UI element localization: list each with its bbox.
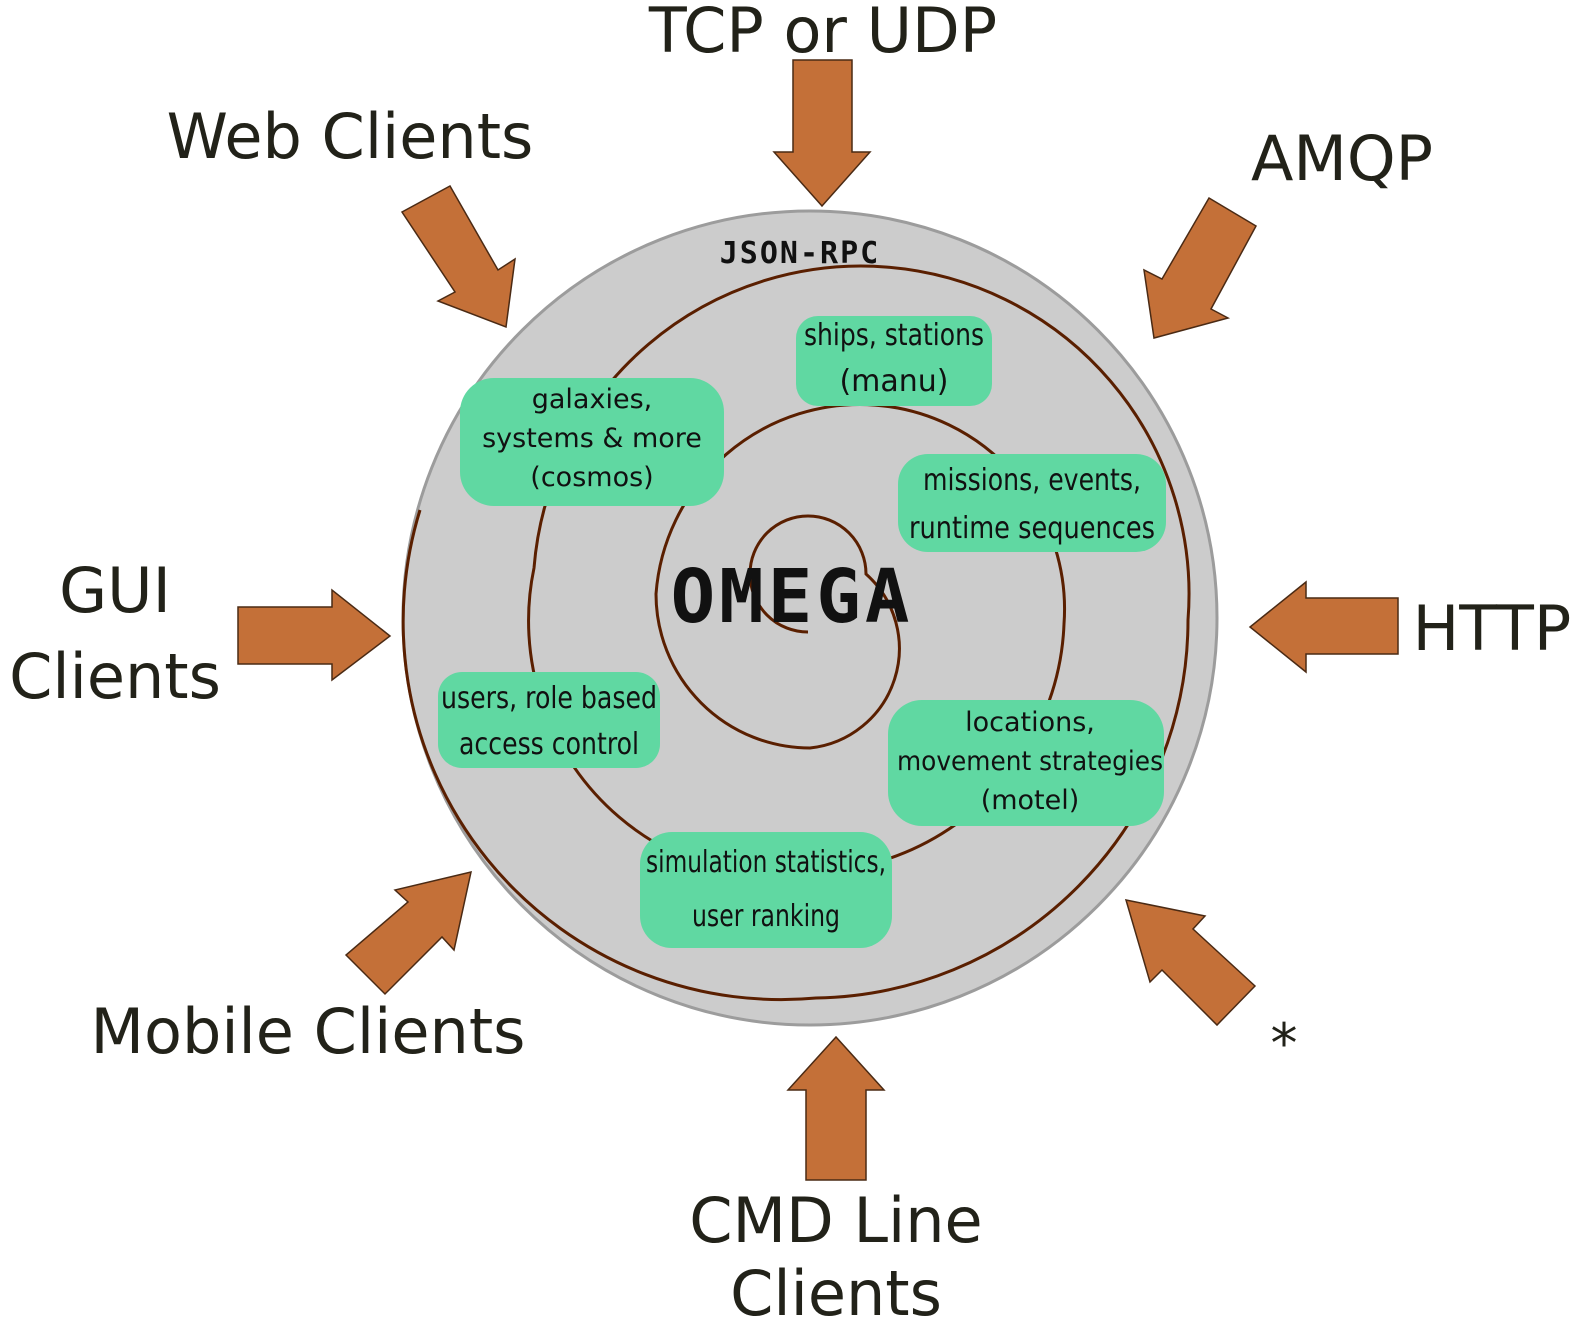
module-motel-line: movement strategies <box>897 746 1163 777</box>
module-users-line: access control <box>459 727 639 762</box>
module-stats-line: simulation statistics, <box>646 845 886 880</box>
arrow-http <box>1248 580 1399 674</box>
arrow-web-clients <box>400 184 516 329</box>
label-cmd-line-clients: CMD Line <box>689 1184 982 1257</box>
module-manu-line: (manu) <box>839 364 948 399</box>
label-tcp-udp: TCP or UDP <box>648 0 997 67</box>
module-stats: simulation statistics, user ranking <box>640 832 892 948</box>
label-web-clients: Web Clients <box>167 100 534 173</box>
module-cosmos-line: galaxies, <box>532 384 652 415</box>
module-cosmos-line: (cosmos) <box>530 462 653 493</box>
module-motel-line: (motel) <box>981 785 1080 816</box>
arrow-other-transports <box>1124 899 1257 1027</box>
label-gui-clients: GUI <box>59 554 171 627</box>
module-manu: ships, stations (manu) <box>796 316 992 406</box>
label-amqp: AMQP <box>1251 122 1433 195</box>
module-missions: missions, events, runtime sequences <box>898 454 1166 552</box>
module-motel: locations, movement strategies (motel) <box>888 700 1164 826</box>
label-http: HTTP <box>1413 592 1572 665</box>
module-manu-line: ships, stations <box>804 318 984 353</box>
label-mobile-clients: Mobile Clients <box>91 995 526 1068</box>
label-other-transports: * <box>1271 1012 1298 1075</box>
module-users: users, role based access control <box>438 672 660 768</box>
arrow-cmd-line-clients <box>786 1035 886 1181</box>
module-missions-line: missions, events, <box>923 463 1141 498</box>
arrow-gui-clients <box>237 588 392 682</box>
module-cosmos-line: systems & more <box>482 423 702 454</box>
omega-logo: OMEGA <box>671 554 914 640</box>
label-cmd-line-clients: Clients <box>730 1257 942 1330</box>
json-rpc-badge: JSON-RPC <box>720 236 881 271</box>
arrow-tcp-udp <box>772 59 872 208</box>
module-cosmos: galaxies, systems & more (cosmos) <box>460 378 724 506</box>
arrow-mobile-clients <box>344 870 472 996</box>
module-stats-line: user ranking <box>692 899 840 934</box>
arrow-amqp <box>1143 196 1258 339</box>
module-users-line: users, role based <box>441 681 657 716</box>
module-motel-line: locations, <box>965 707 1095 738</box>
label-gui-clients: Clients <box>9 640 221 713</box>
module-missions-line: runtime sequences <box>909 511 1155 546</box>
